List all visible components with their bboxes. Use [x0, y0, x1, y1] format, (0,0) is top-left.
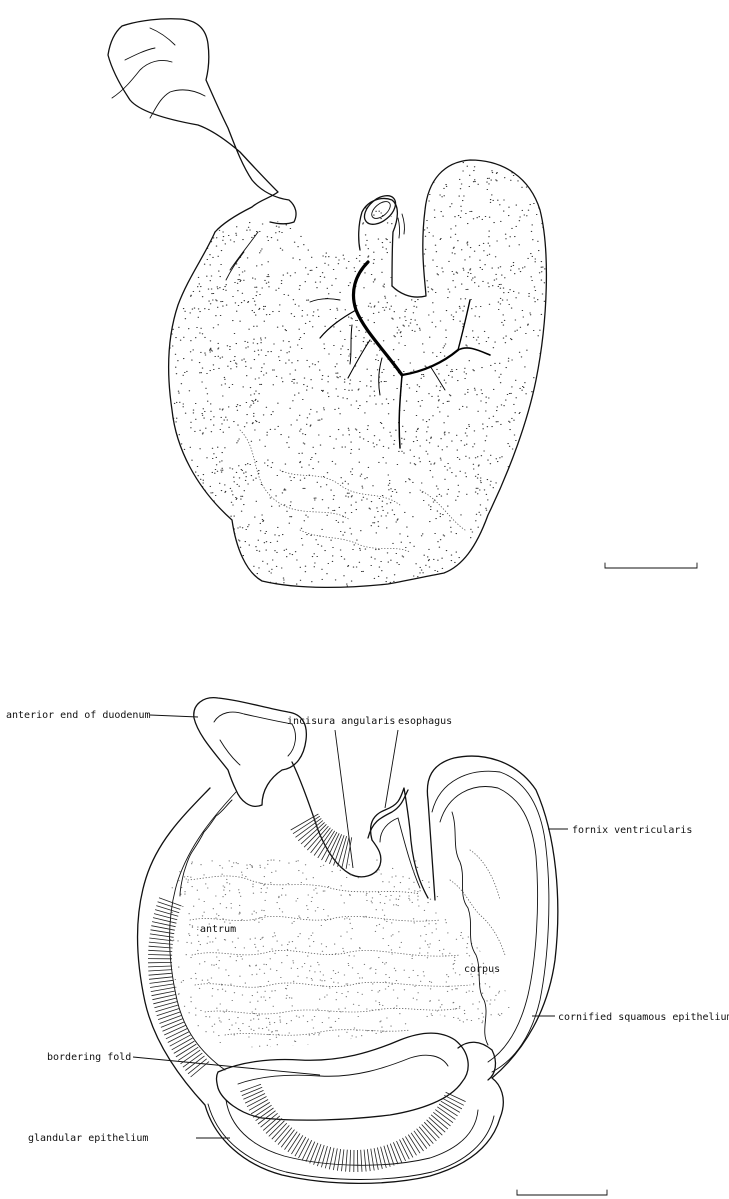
label-incisura: incisura angularis — [287, 716, 395, 868]
blood-vessels — [310, 262, 490, 448]
incisura-wall — [292, 762, 381, 877]
glandular-hatching — [240, 1084, 465, 1172]
esophagus-lumen-line — [380, 818, 420, 888]
label-corpus: corpus — [464, 964, 500, 975]
scale-bar-bottom — [517, 1190, 607, 1195]
label-glandular-text: glandular epithelium — [28, 1133, 148, 1144]
incisura-hatching — [291, 814, 352, 869]
vagal-nerve-stub — [398, 214, 404, 238]
label-antrum: antrum — [200, 924, 236, 935]
lumen-rugae — [170, 850, 510, 1050]
label-fornix: fornix ventricularis — [548, 825, 692, 836]
label-duodenum: anterior end of duodenum — [6, 710, 198, 721]
duodenum-section-inner — [214, 712, 295, 765]
duodenum-fold-1 — [112, 60, 172, 98]
label-esophagus: esophagus — [385, 716, 452, 808]
squamous-inner-line — [432, 771, 549, 1072]
label-cornified: cornified squamous epithelium — [532, 1012, 729, 1023]
mucosal-folds-left — [180, 800, 232, 896]
label-duodenum-text: anterior end of duodenum — [6, 710, 151, 721]
leader-esophagus — [385, 730, 398, 808]
stomach-outline-top — [169, 160, 547, 587]
rugae-contour-3 — [300, 530, 410, 552]
duodenum-fold-4 — [150, 28, 175, 45]
stomach-section-drawing — [138, 698, 558, 1184]
rugae-contour-1 — [240, 430, 350, 520]
duodenum-fold-2 — [150, 90, 205, 118]
label-fornix-text: fornix ventricularis — [572, 825, 692, 836]
external-stomach-drawing — [108, 19, 555, 590]
label-esophagus-text: esophagus — [398, 716, 452, 727]
label-glandular: glandular epithelium — [28, 1133, 230, 1144]
label-cornified-text: cornified squamous epithelium — [558, 1012, 729, 1023]
label-bordering-fold: bordering fold — [47, 1052, 320, 1075]
rugae-contour-2 — [280, 470, 400, 505]
mucosal-folds-fornix — [452, 812, 488, 1045]
esophagus-opening — [359, 190, 401, 230]
label-bordering-fold-text: bordering fold — [47, 1052, 131, 1063]
leader-duodenum — [150, 715, 198, 717]
duodenum-fold-3 — [125, 48, 155, 60]
leader-incisura — [335, 730, 353, 868]
stomach-notch-top — [226, 232, 258, 280]
scale-bar-top — [605, 563, 697, 568]
duodenum-outline-top — [108, 19, 296, 232]
label-incisura-text: incisura angularis — [287, 716, 395, 727]
esophagus-section-outer — [368, 790, 408, 838]
esophagus-section — [371, 788, 428, 898]
duodenum-section — [194, 698, 307, 807]
